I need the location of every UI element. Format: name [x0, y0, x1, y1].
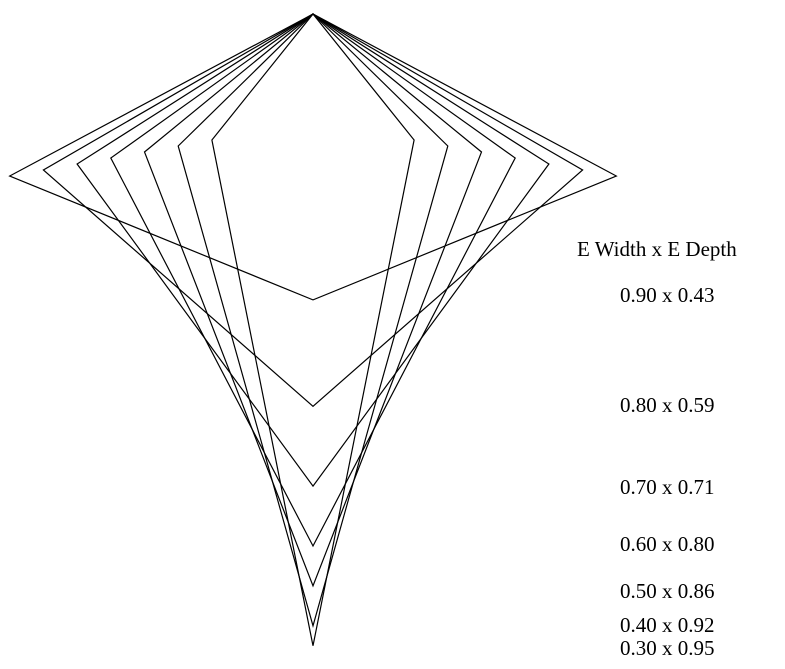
diamond-outline — [110, 13, 516, 548]
diamond-outline — [42, 13, 584, 408]
legend-header: E Width x E Depth — [577, 237, 737, 261]
diamond-label: 0.90 x 0.43 — [620, 283, 715, 307]
diamond-labels-group: 0.90 x 0.43 0.80 x 0.59 0.70 x 0.71 0.60 x … — [620, 283, 715, 660]
diamond-shapes-group — [8, 13, 618, 646]
diamond-outline — [8, 13, 618, 301]
diamond-label: 0.40 x 0.92 — [620, 613, 715, 637]
diamond-outline — [211, 13, 415, 646]
diamond-outline — [76, 13, 550, 488]
diamond-label: 0.70 x 0.71 — [620, 475, 715, 499]
diamond-label: 0.50 x 0.86 — [620, 579, 715, 603]
diamond-outline — [177, 13, 449, 629]
diamond-outline — [143, 13, 483, 588]
diamond-label: 0.30 x 0.95 — [620, 636, 715, 660]
diamond-label: 0.80 x 0.59 — [620, 393, 715, 417]
diamond-label: 0.60 x 0.80 — [620, 532, 715, 556]
